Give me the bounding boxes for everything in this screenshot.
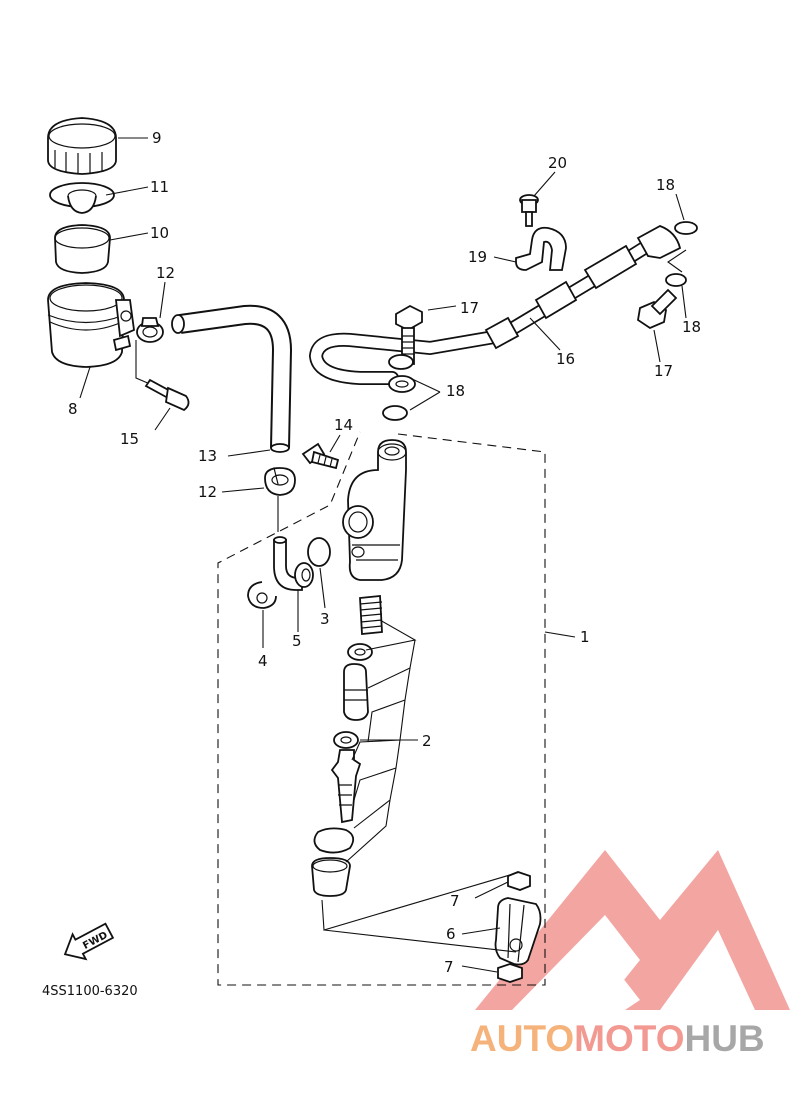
- drawing-code: 4SS1100-6320: [42, 984, 138, 999]
- label-part-1: 1: [580, 628, 590, 646]
- label-part-13: 13: [198, 447, 217, 465]
- watermark-hub: HUB: [684, 1018, 765, 1059]
- hose-clamp-lower: [264, 467, 296, 496]
- bleed-screw: [301, 442, 340, 470]
- watermark-logo: [475, 850, 790, 1010]
- label-part-20: 20: [548, 154, 567, 172]
- label-part-14: 14: [334, 416, 353, 434]
- piston-kit: [311, 595, 383, 897]
- label-part-4: 4: [258, 652, 268, 670]
- label-part-12-upper: 12: [156, 264, 175, 282]
- label-part-9: 9: [152, 129, 162, 147]
- holder-screw: [519, 194, 539, 227]
- label-part-6: 6: [446, 925, 456, 943]
- label-part-11: 11: [150, 178, 169, 196]
- label-part-10: 10: [150, 224, 169, 242]
- label-part-18-right: 18: [682, 318, 701, 336]
- master-cylinder-body: [342, 439, 407, 581]
- hose-holder: [515, 226, 567, 271]
- label-part-7-lower: 7: [444, 958, 454, 976]
- assembly-outline: [217, 431, 546, 986]
- union-bolt-right: [637, 288, 678, 330]
- label-part-15: 15: [120, 430, 139, 448]
- label-part-19: 19: [468, 248, 487, 266]
- diaphragm: [54, 224, 111, 274]
- hose-clamp-upper: [136, 317, 164, 343]
- reservoir-hose: [171, 304, 293, 453]
- label-part-16: 16: [556, 350, 575, 368]
- fwd-arrow: FWD: [63, 922, 115, 961]
- label-part-2: 2: [422, 732, 432, 750]
- label-part-17-right: 17: [654, 362, 673, 380]
- nut-lower: [497, 963, 523, 983]
- watermark-auto: AUTO: [470, 1018, 575, 1059]
- reservoir-cap: [47, 117, 117, 175]
- o-ring: [307, 537, 331, 567]
- nut-upper: [507, 871, 531, 891]
- copper-washer-d: [665, 273, 687, 287]
- diaphragm-plate: [49, 182, 115, 214]
- label-part-3: 3: [320, 610, 330, 628]
- part-labels: 9 11 10 12 8 15 13 12 14 3 4 5 1 2 7 6 7…: [42, 129, 701, 999]
- label-part-7-upper: 7: [450, 892, 460, 910]
- label-part-12-lower: 12: [198, 483, 217, 501]
- label-part-5: 5: [292, 632, 302, 650]
- hose-joint: [273, 536, 314, 591]
- watermark-moto: MOTO: [574, 1018, 685, 1059]
- watermark-text: AUTOMOTOHUB: [470, 1018, 800, 1068]
- copper-washer-b: [382, 405, 408, 421]
- reservoir-body: [47, 282, 135, 368]
- label-part-18-center: 18: [446, 382, 465, 400]
- circlip-small: [247, 581, 277, 609]
- copper-washer-c: [674, 221, 698, 235]
- leader-lines: [79, 137, 687, 973]
- label-part-17-left: 17: [460, 299, 479, 317]
- label-part-18-top: 18: [656, 176, 675, 194]
- label-part-8: 8: [68, 400, 78, 418]
- brake-hose: [308, 225, 682, 393]
- push-rod-clevis: [494, 897, 542, 966]
- reservoir-bolt: [135, 340, 190, 412]
- copper-washer-a: [388, 354, 414, 370]
